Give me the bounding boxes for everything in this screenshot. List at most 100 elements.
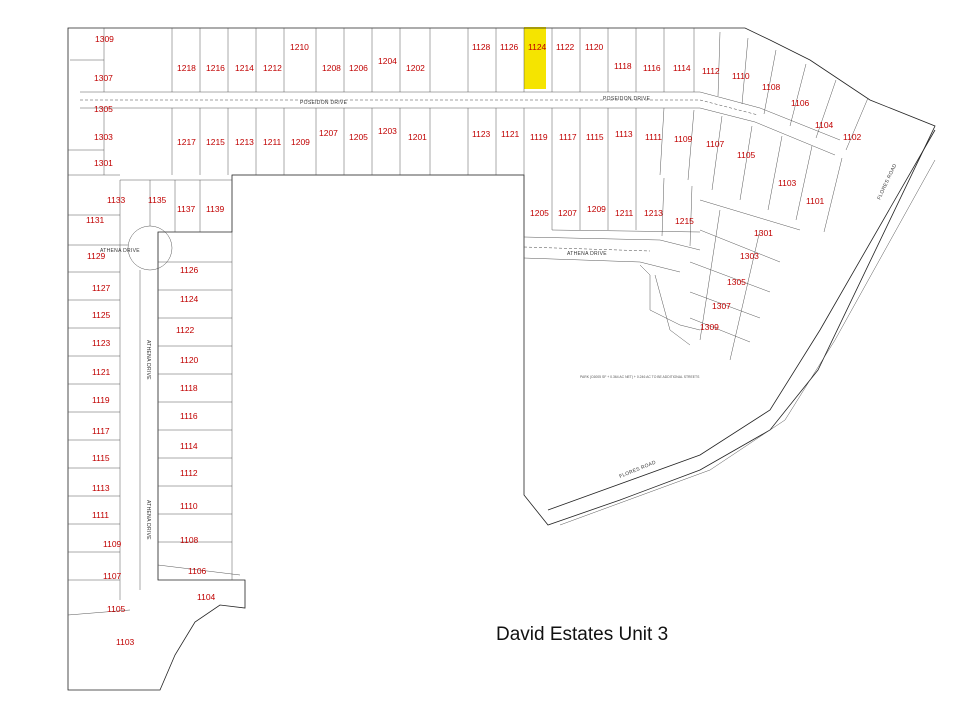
mid-east-lot-lines — [523, 175, 801, 361]
lot-number[interactable]: 1115 — [586, 132, 604, 142]
lot-number[interactable]: 1309 — [95, 34, 114, 44]
lot-number[interactable]: 1107 — [103, 571, 122, 581]
lot-number[interactable]: 1118 — [614, 61, 632, 71]
lot-number[interactable]: 1107 — [706, 139, 725, 149]
top-south-lots: 1307 1305 1303 1301 1217 1215 1213 1211 … — [94, 73, 825, 206]
lot-number[interactable]: 1117 — [92, 426, 110, 436]
lot-number[interactable]: 1212 — [263, 63, 282, 73]
lot-number[interactable]: 1131 — [86, 215, 105, 225]
poseidon-centerline — [80, 99, 759, 116]
lot-number[interactable]: 1123 — [92, 338, 111, 348]
lot-number[interactable]: 1108 — [762, 82, 781, 92]
lot-number[interactable]: 1133 — [107, 195, 126, 205]
lot-number[interactable]: 1117 — [559, 132, 577, 142]
lot-number[interactable]: 1109 — [674, 134, 693, 144]
lot-number[interactable]: 1104 — [197, 592, 216, 602]
lot-number[interactable]: 1106 — [791, 98, 810, 108]
lot-number[interactable]: 1211 — [615, 208, 634, 218]
street-label-flores-1: FLORES ROAD — [619, 460, 658, 480]
lot-number[interactable]: 1205 — [530, 208, 549, 218]
lot-number[interactable]: 1215 — [206, 137, 225, 147]
lot-number[interactable]: 1122 — [556, 42, 575, 52]
street-label-flores-2: FLORES ROAD — [876, 163, 898, 201]
lot-number[interactable]: 1121 — [501, 129, 520, 139]
lot-number[interactable]: 1101 — [806, 196, 825, 206]
lot-number[interactable]: 1208 — [322, 63, 341, 73]
lot-number[interactable]: 1218 — [177, 63, 196, 73]
subdivision-boundary — [67, 27, 936, 691]
lot-number[interactable]: 1137 — [177, 204, 196, 214]
lot-number[interactable]: 1124 — [528, 42, 547, 52]
lot-number[interactable]: 1216 — [206, 63, 225, 73]
lot-number[interactable]: 1122 — [176, 325, 195, 335]
lot-number[interactable]: 1110 — [732, 71, 750, 81]
lot-number[interactable]: 1305 — [94, 104, 113, 114]
lot-number[interactable]: 1135 — [148, 195, 167, 205]
lot-number[interactable]: 1211 — [263, 137, 282, 147]
lot-number[interactable]: 1119 — [530, 132, 548, 142]
lot-number[interactable]: 1139 — [206, 204, 225, 214]
lot-number[interactable]: 1123 — [472, 129, 491, 139]
lot-number[interactable]: 1214 — [235, 63, 254, 73]
lot-number[interactable]: 1301 — [94, 158, 113, 168]
lot-number[interactable]: 1207 — [319, 128, 338, 138]
lot-number[interactable]: 1307 — [712, 301, 731, 311]
lot-number[interactable]: 1128 — [472, 42, 491, 52]
lot-number[interactable]: 1213 — [644, 208, 663, 218]
lot-number[interactable]: 1113 — [92, 483, 110, 493]
lot-number[interactable]: 1205 — [349, 132, 368, 142]
lot-number[interactable]: 1201 — [408, 132, 427, 142]
lot-number[interactable]: 1109 — [103, 539, 122, 549]
lot-number[interactable]: 1213 — [235, 137, 254, 147]
lot-number[interactable]: 1118 — [180, 383, 198, 393]
map-title: David Estates Unit 3 — [496, 624, 668, 645]
highlighted-lot-1124[interactable] — [524, 27, 546, 89]
lot-number[interactable]: 1217 — [177, 137, 196, 147]
lot-number[interactable]: 1115 — [92, 453, 110, 463]
lot-number[interactable]: 1303 — [94, 132, 113, 142]
lot-number[interactable]: 1303 — [740, 251, 759, 261]
lot-number[interactable]: 1209 — [291, 137, 310, 147]
lot-number[interactable]: 1119 — [92, 395, 110, 405]
lot-number[interactable]: 1113 — [615, 129, 633, 139]
lot-number[interactable]: 1102 — [843, 132, 862, 142]
lot-number[interactable]: 1112 — [702, 66, 720, 76]
lot-number[interactable]: 1305 — [727, 277, 746, 287]
lot-number[interactable]: 1116 — [180, 411, 198, 421]
lot-number[interactable]: 1206 — [349, 63, 368, 73]
lot-number[interactable]: 1121 — [92, 367, 111, 377]
lot-number[interactable]: 1120 — [585, 42, 604, 52]
lot-number[interactable]: 1309 — [700, 322, 719, 332]
lot-number[interactable]: 1125 — [92, 310, 111, 320]
lot-number[interactable]: 1127 — [92, 283, 111, 293]
lot-number[interactable]: 1112 — [180, 468, 198, 478]
lot-number[interactable]: 1105 — [107, 604, 126, 614]
lot-number[interactable]: 1307 — [94, 73, 113, 83]
lot-number[interactable]: 1114 — [673, 63, 691, 73]
lot-number[interactable]: 1207 — [558, 208, 577, 218]
lot-number[interactable]: 1124 — [180, 294, 199, 304]
lot-number[interactable]: 1111 — [645, 132, 662, 142]
athena-drive-east — [523, 236, 701, 273]
lot-number[interactable]: 1215 — [675, 216, 694, 226]
lot-number[interactable]: 1204 — [378, 56, 397, 66]
lot-number[interactable]: 1103 — [778, 178, 797, 188]
lot-number[interactable]: 1301 — [754, 228, 773, 238]
lot-number[interactable]: 1105 — [737, 150, 756, 160]
lot-number[interactable]: 1108 — [180, 535, 199, 545]
lot-number[interactable]: 1209 — [587, 204, 606, 214]
lot-number[interactable]: 1103 — [116, 637, 135, 647]
lot-number[interactable]: 1210 — [290, 42, 309, 52]
lot-number[interactable]: 1104 — [815, 120, 834, 130]
lot-number[interactable]: 1110 — [180, 501, 198, 511]
lot-number[interactable]: 1120 — [180, 355, 199, 365]
lot-number[interactable]: 1111 — [92, 510, 109, 520]
lot-number[interactable]: 1129 — [87, 251, 106, 261]
lot-number[interactable]: 1126 — [180, 265, 199, 275]
lot-number[interactable]: 1202 — [406, 63, 425, 73]
lot-number[interactable]: 1114 — [180, 441, 198, 451]
lot-number[interactable]: 1106 — [188, 566, 207, 576]
lot-number[interactable]: 1126 — [500, 42, 519, 52]
lot-number[interactable]: 1116 — [643, 63, 661, 73]
lot-number[interactable]: 1203 — [378, 126, 397, 136]
